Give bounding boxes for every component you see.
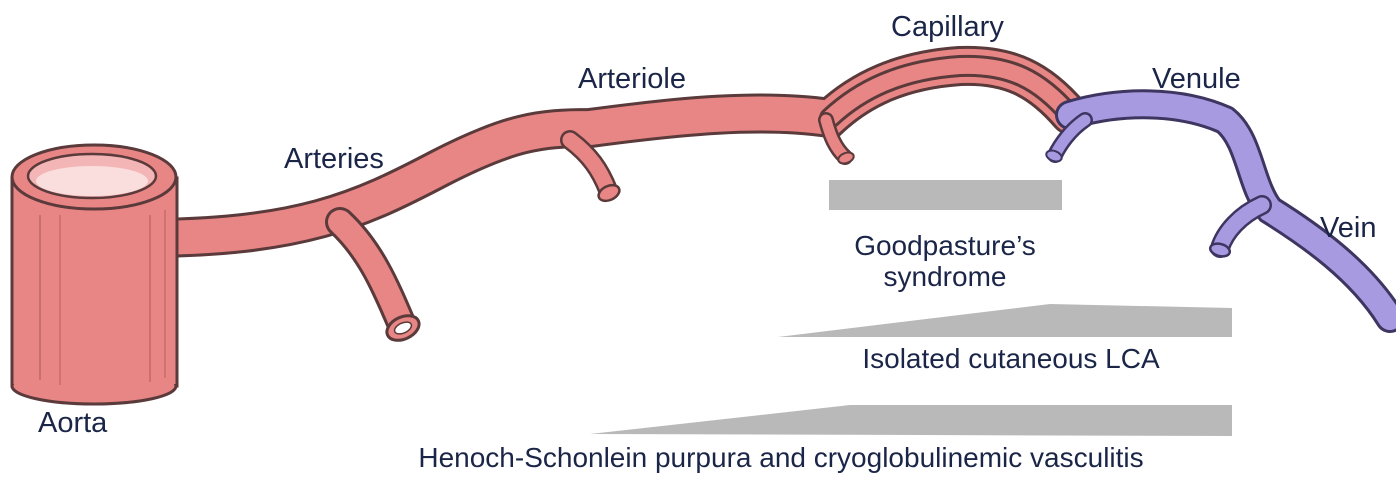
label-capillary: Capillary [891,11,1004,43]
goodpasture-bar [829,180,1062,210]
vein-branch [1220,205,1262,248]
label-goodpasture-line1: Goodpasture’s [854,230,1036,261]
label-arteries: Arteries [284,143,384,175]
disease-labels: Goodpasture’s syndrome Isolated cutaneou… [418,230,1160,473]
label-isolated-lca: Isolated cutaneous LCA [862,343,1160,374]
label-aorta: Aorta [38,407,108,439]
isolated-lca-wedge [778,304,1232,337]
aorta-cylinder [12,145,177,404]
label-goodpasture-line2: syndrome [884,261,1007,292]
label-arteriole: Arteriole [578,63,686,95]
aorta-lumen-shadow [36,166,148,196]
label-venule: Venule [1152,63,1241,95]
disease-bars [590,180,1232,436]
arteriole-branch [570,140,608,190]
label-hsp-cryo: Henoch-Schonlein purpura and cryoglobuli… [418,442,1143,473]
hsp-cryo-wedge [590,405,1232,436]
label-vein: Vein [1320,212,1376,244]
